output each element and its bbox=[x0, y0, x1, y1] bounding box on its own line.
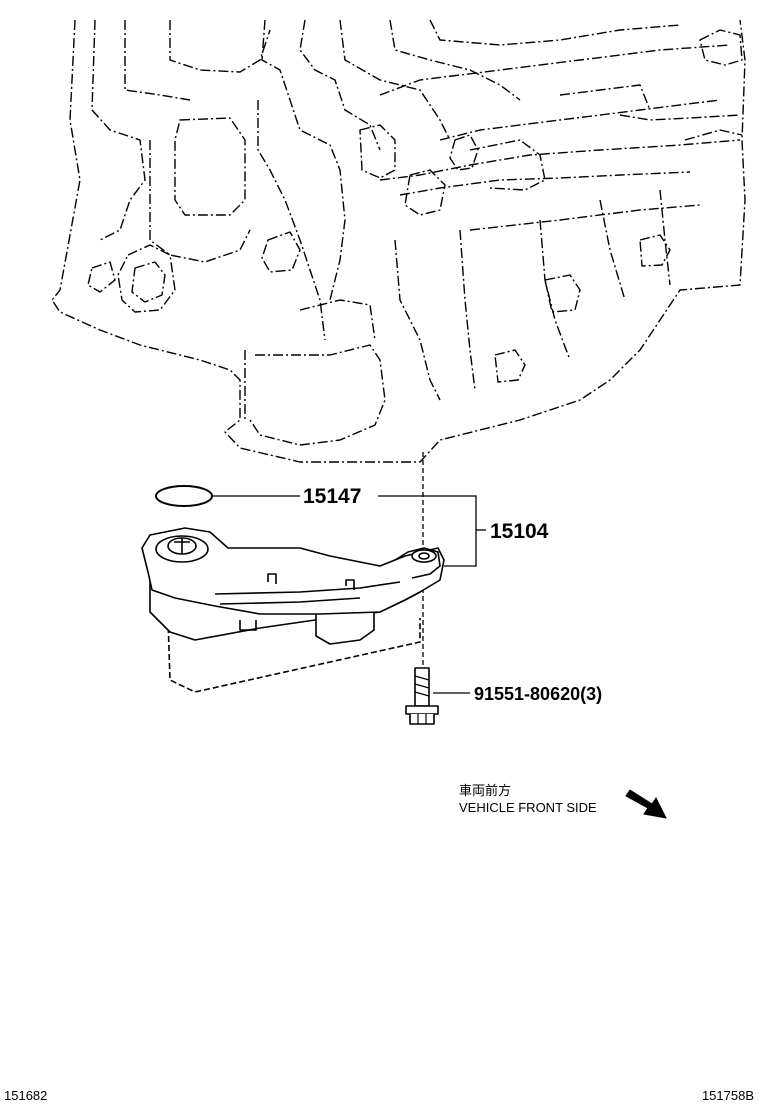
o-ring-shape[interactable] bbox=[155, 485, 213, 507]
bolt-shape[interactable] bbox=[405, 667, 439, 725]
bolt-part-number[interactable]: 91551-80620(3) bbox=[474, 684, 602, 704]
strainer-part-number[interactable]: 15104 bbox=[490, 520, 549, 543]
front-indicator-english: VEHICLE FRONT SIDE bbox=[459, 800, 597, 815]
diagram-id-right: 151758B bbox=[701, 1088, 754, 1103]
diagram-id-left: 151682 bbox=[4, 1088, 48, 1103]
front-arrow-icon bbox=[625, 789, 667, 819]
engine-block bbox=[51, 19, 746, 463]
oil-strainer[interactable] bbox=[141, 527, 445, 693]
strainer-leader bbox=[378, 495, 486, 567]
o-ring-part-number[interactable]: 15147 bbox=[303, 485, 361, 508]
front-indicator-japanese: 車両前方 bbox=[459, 783, 511, 799]
